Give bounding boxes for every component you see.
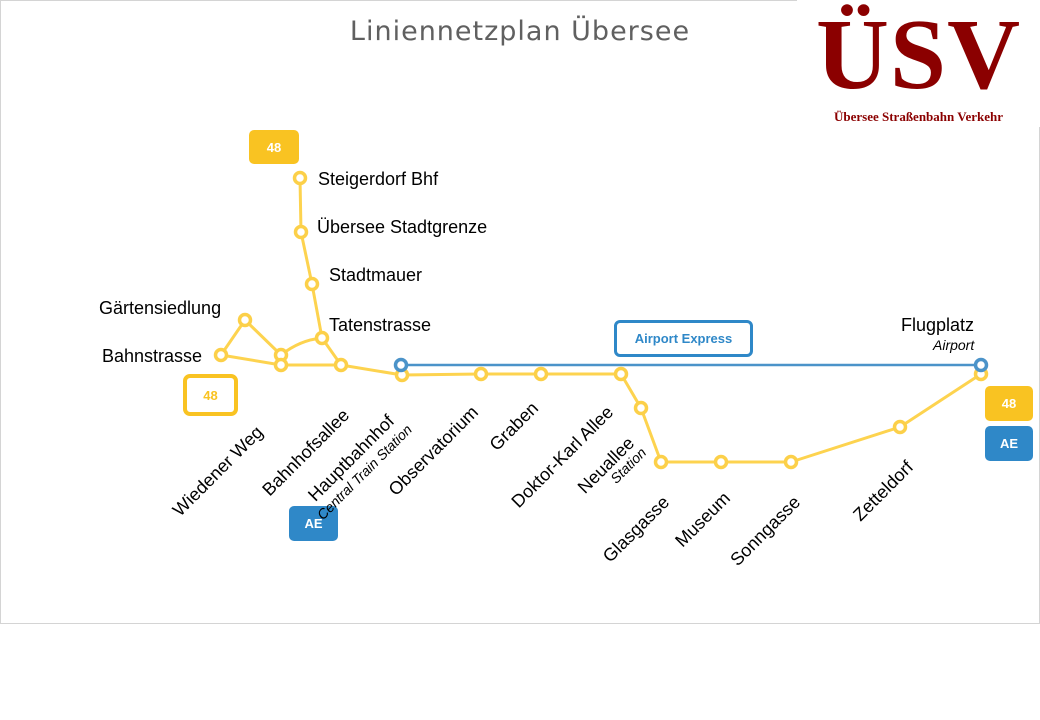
stop-graben[interactable] [533, 366, 549, 382]
stop-observatorium[interactable] [473, 366, 489, 382]
stop-stadtgrenze[interactable] [293, 224, 309, 240]
stop-zetteldorf[interactable] [892, 419, 908, 435]
logo-tagline: Übersee Straßenbahn Verkehr [833, 109, 1003, 124]
stop-neuallee[interactable] [633, 400, 649, 416]
label-steigerdorf: Steigerdorf Bhf [318, 169, 439, 189]
airport-express-label[interactable]: Airport Express [614, 320, 753, 357]
label-bahnstrasse: Bahnstrasse [102, 346, 203, 366]
stop-stadtmauer[interactable] [304, 276, 320, 292]
stop-ae-flugplatz[interactable] [973, 357, 989, 373]
usv-logo: ÜSV Übersee Straßenbahn Verkehr [797, 0, 1040, 127]
line-48-route [219, 176, 983, 464]
stop-bahnhofsallee[interactable] [333, 357, 349, 373]
ae-badge-hauptbahnhof[interactable]: AE [289, 506, 338, 541]
ae-badge-east[interactable]: AE [985, 426, 1033, 461]
page-title: Liniennetzplan Übersee [349, 16, 691, 47]
label-gaertensiedlung: Gärtensiedlung [99, 298, 222, 318]
stop-wiedener-weg-b[interactable] [273, 357, 289, 373]
stop-steigerdorf[interactable] [292, 170, 308, 186]
stop-doktor-karl-allee[interactable] [613, 366, 629, 382]
line-48-badge-north[interactable]: 48 [249, 130, 299, 164]
line-48-badge-west[interactable]: 48 [183, 374, 238, 416]
stop-tatenstrasse[interactable] [314, 330, 330, 346]
label-tatenstrasse: Tatenstrasse [329, 315, 432, 335]
stop-museum[interactable] [713, 454, 729, 470]
label-stadtmauer: Stadtmauer [329, 265, 423, 285]
line-48-badge-east[interactable]: 48 [985, 386, 1033, 421]
label-flugplatz: Flugplatz [901, 315, 975, 335]
stop-bahnstrasse[interactable] [213, 347, 229, 363]
stop-sonngasse[interactable] [783, 454, 799, 470]
stop-gaertensiedlung[interactable] [237, 312, 253, 328]
label-stadtgrenze: Übersee Stadtgrenze [317, 217, 488, 237]
label-flugplatz-sub: Airport [933, 337, 975, 353]
stop-glasgasse[interactable] [653, 454, 669, 470]
logo-wordmark: ÜSV [815, 0, 1022, 110]
stop-ae-hauptbahnhof[interactable] [393, 357, 409, 373]
